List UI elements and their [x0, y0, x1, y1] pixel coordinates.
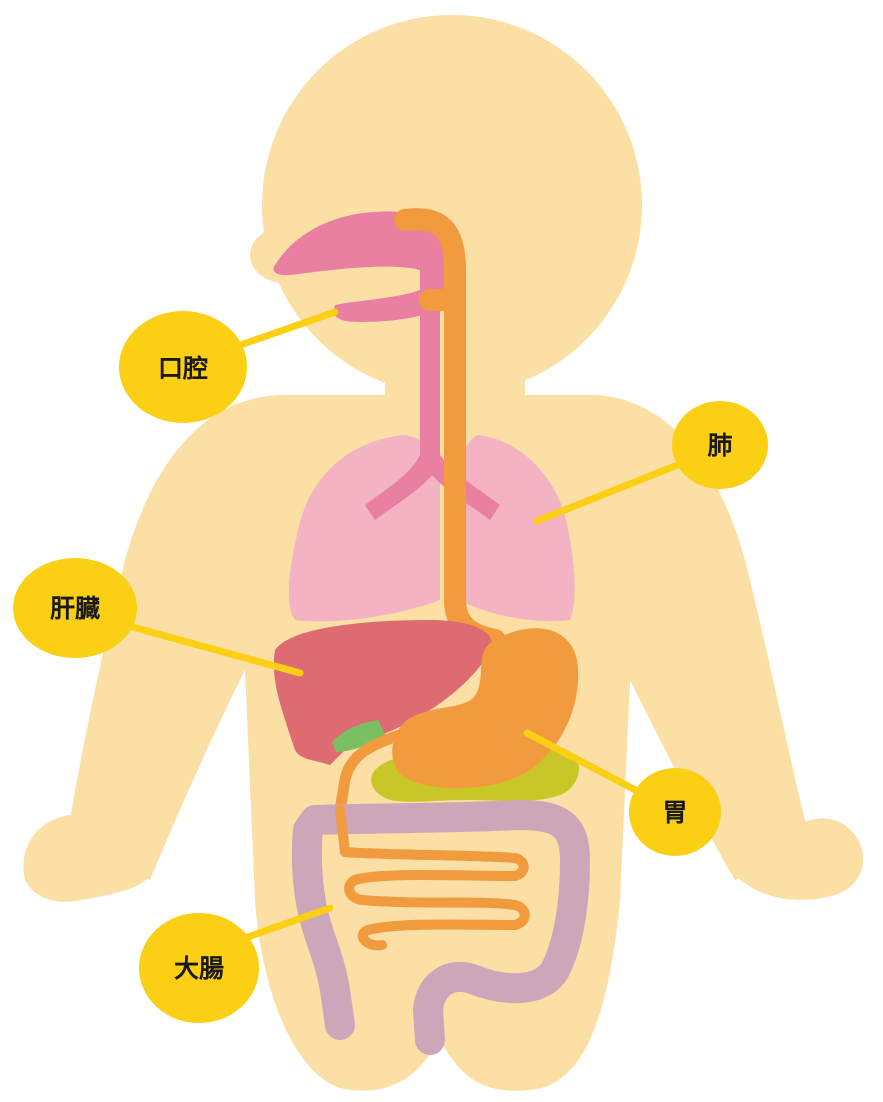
label-large-intestine: 大腸 [174, 954, 224, 983]
label-stomach: 胃 [662, 798, 687, 827]
label-lungs: 肺 [707, 431, 732, 460]
label-liver: 肝臓 [50, 594, 100, 623]
label-mouth: 口腔 [158, 354, 208, 383]
